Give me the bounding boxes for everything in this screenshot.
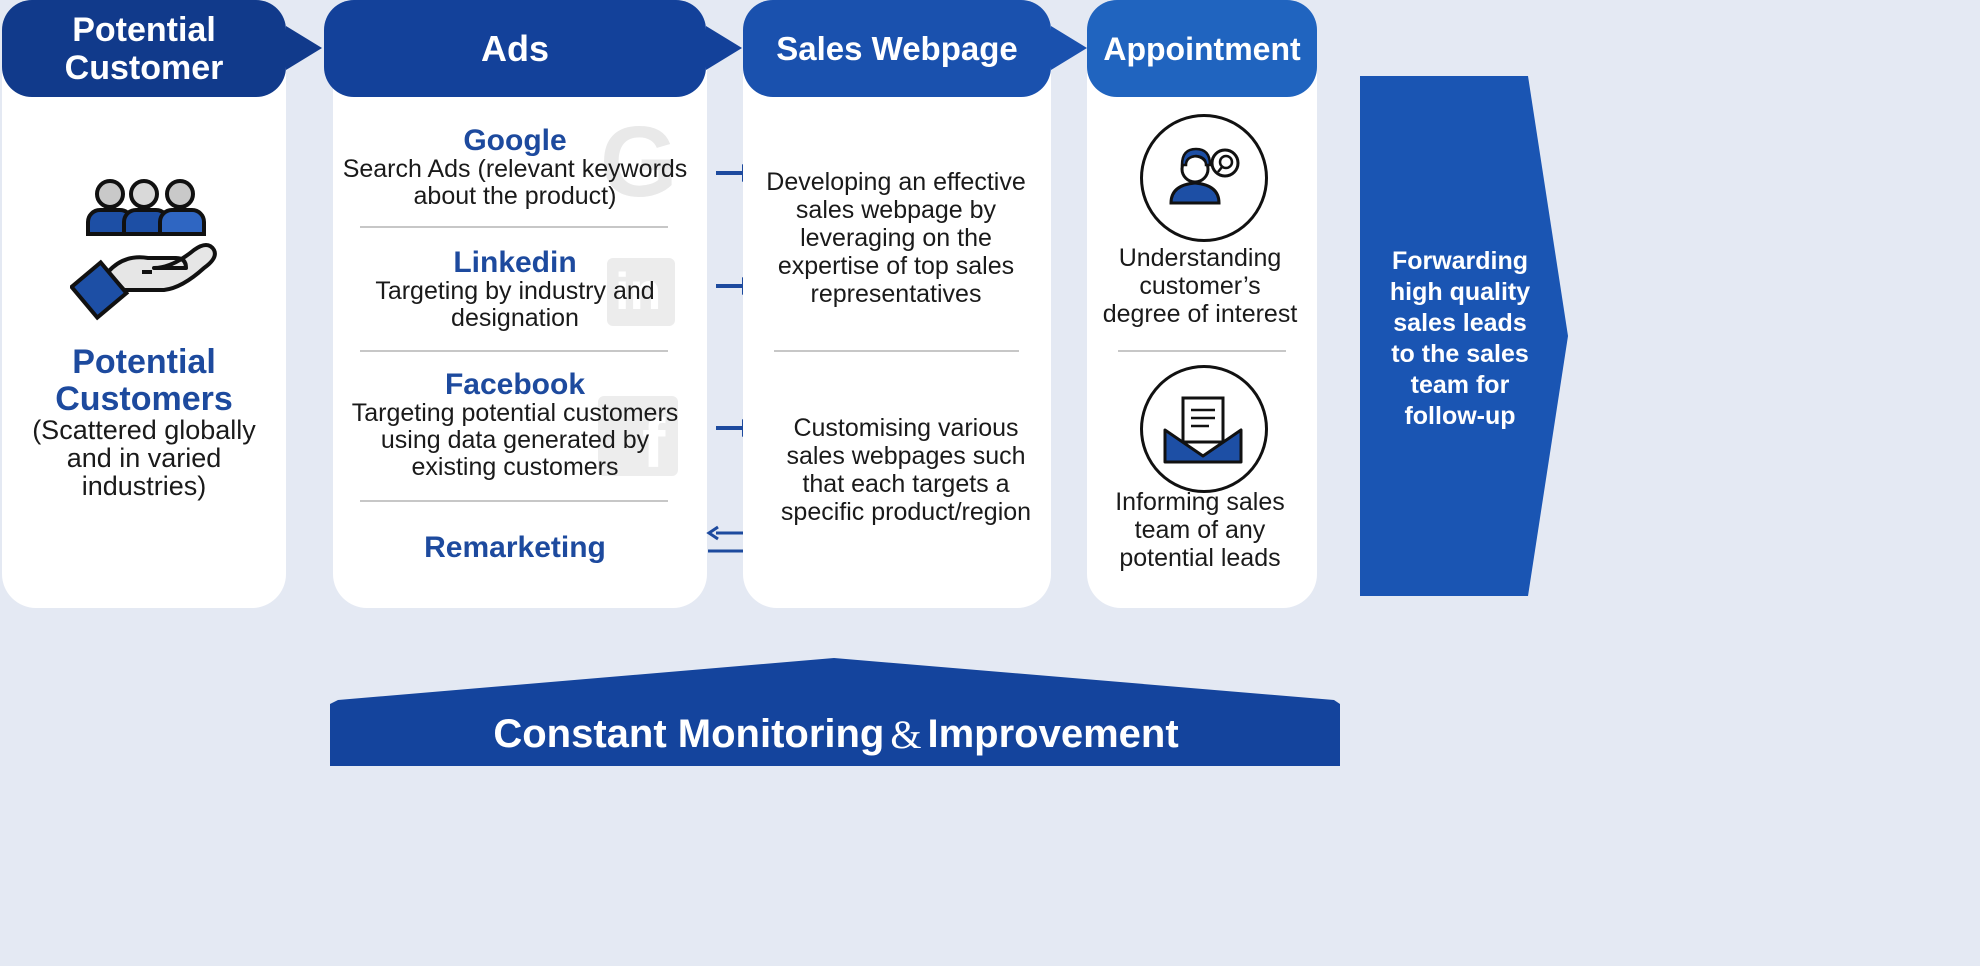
banner-text-part2: Improvement: [927, 711, 1179, 756]
linkedin-title: Linkedin: [453, 246, 577, 279]
header-arrow-3: [1051, 26, 1087, 70]
facebook-icon: f: [598, 396, 678, 482]
potential-customers-description: (Scattered globally and in varied indust…: [32, 415, 256, 501]
forwarding-leads-arrow: Forwarding high quality sales leads to t…: [1360, 76, 1570, 596]
potential-customer-header: Potential Customer: [2, 0, 286, 97]
constant-monitoring-banner: Constant Monitoring & Improvement: [330, 658, 1342, 766]
ads-divider-2: [360, 350, 668, 352]
linkedin-icon: in: [607, 258, 675, 326]
remarketing-title: Remarketing: [424, 531, 606, 564]
sales-webpage-description-1: Developing an effective sales webpage by…: [766, 168, 1026, 308]
google-title: Google: [463, 124, 567, 157]
ads-header: Ads: [324, 0, 706, 97]
banner-ampersand: &: [890, 711, 922, 757]
appointment-description-1: Understanding customer’s degree of inter…: [1102, 244, 1298, 328]
google-icon: G: [600, 106, 678, 218]
linkedin-description: Targeting by industry and designation: [375, 277, 655, 332]
banner-text: Constant Monitoring & Improvement: [330, 702, 1342, 766]
sales-webpage-header: Sales Webpage: [743, 0, 1051, 97]
envelope-letter-icon: [1140, 365, 1268, 493]
people-in-hand-icon: [68, 172, 220, 322]
appointment-divider: [1118, 350, 1286, 352]
sales-webpage-divider: [774, 350, 1019, 352]
agent-search-icon: [1140, 114, 1268, 242]
facebook-title: Facebook: [444, 368, 586, 401]
header-arrow-2: [706, 26, 742, 70]
forwarding-leads-text: Forwarding high quality sales leads to t…: [1389, 247, 1531, 430]
sales-webpage-description-2: Customising various sales webpages such …: [780, 414, 1032, 526]
facebook-icon-glyph: f: [642, 404, 666, 482]
appointment-description-2: Informing sales team of any potential le…: [1115, 488, 1285, 572]
linkedin-icon-glyph: in: [615, 263, 662, 321]
appointment-header: Appointment: [1087, 0, 1317, 97]
header-arrow-1: [286, 26, 322, 70]
potential-customers-title: Potential Customers: [55, 343, 233, 418]
potential-customer-card: [2, 20, 286, 608]
banner-text-part1: Constant Monitoring: [493, 711, 885, 756]
ads-divider-1: [360, 226, 668, 228]
ads-divider-3: [360, 500, 668, 502]
google-description: Search Ads (relevant keywords about the …: [342, 155, 688, 210]
facebook-description: Targeting potential customers using data…: [351, 399, 679, 481]
sales-webpage-card: [743, 20, 1051, 608]
